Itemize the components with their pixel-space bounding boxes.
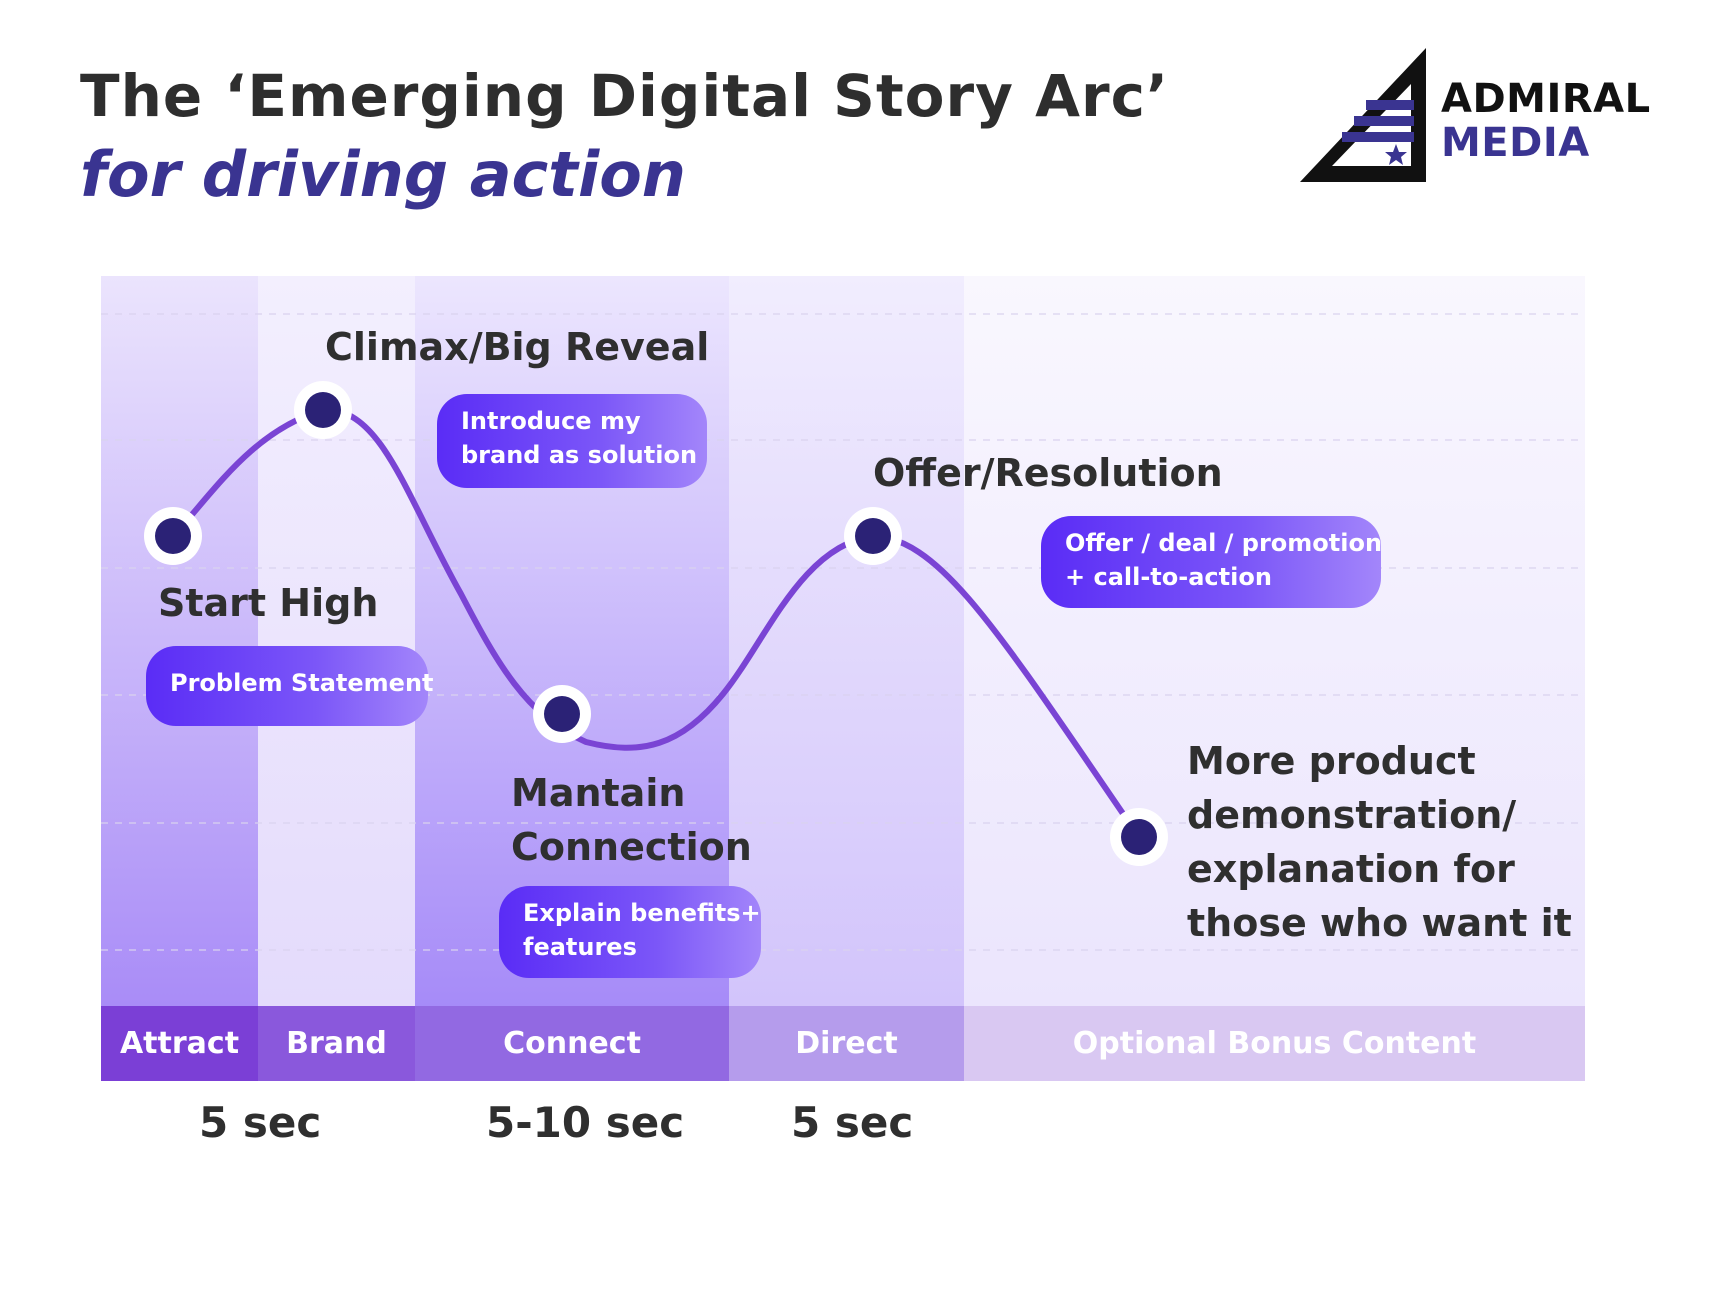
stage-label: Attract — [119, 1026, 240, 1061]
stage-label: Connect — [503, 1026, 641, 1061]
admiral-media-logo: ADMIRAL MEDIA — [1296, 46, 1676, 186]
duration-connect: 5-10 sec — [486, 1098, 685, 1147]
stage-label: Direct — [795, 1026, 898, 1061]
point-start-high — [144, 507, 202, 565]
stage-band-bonus — [964, 276, 1585, 1006]
stage-bar-direct: Direct — [729, 1006, 964, 1081]
stage-band-direct — [729, 276, 964, 1006]
stage-bar-bonus: Optional Bonus Content — [964, 1006, 1585, 1081]
story-arc-curve-layer — [101, 313, 1585, 951]
point-title-maintain-connection: Mantain Connection — [511, 771, 752, 869]
description-pill-offer-resolution: Offer / deal / promotion + call-to-actio… — [1041, 516, 1382, 608]
point-title-climax: Climax/Big Reveal — [325, 325, 710, 369]
duration-attract-brand: 5 sec — [199, 1098, 322, 1147]
stage-bar-attract: Attract — [101, 1006, 258, 1081]
point-title-offer-resolution: Offer/Resolution — [873, 451, 1223, 495]
page-subtitle: for driving action — [80, 138, 686, 211]
page-title: The ‘Emerging Digital Story Arc’ — [80, 62, 1170, 130]
description-pill-start-high: Problem Statement — [146, 646, 434, 726]
description-pill-climax: Introduce my brand as solution — [437, 394, 707, 488]
stage-bar-connect: Connect — [415, 1006, 729, 1081]
stage-label: Optional Bonus Content — [1072, 1026, 1477, 1061]
point-maintain-connection — [533, 685, 591, 743]
stage-bar-brand: Brand — [258, 1006, 415, 1081]
logo-word-media: MEDIA — [1441, 120, 1590, 166]
logo-word-admiral: ADMIRAL — [1441, 76, 1651, 122]
story-arc-diagram: Attract Brand Connect Direct Optional Bo… — [101, 276, 1585, 1081]
stage-band-attract — [101, 276, 258, 1006]
duration-direct: 5 sec — [791, 1098, 914, 1147]
point-climax — [294, 381, 352, 439]
point-title-bonus-content: More product demonstration/ explanation … — [1187, 739, 1572, 945]
stage-label: Brand — [286, 1026, 387, 1061]
description-pill-maintain-connection: Explain benefits+ features — [499, 886, 761, 978]
point-offer-resolution — [844, 507, 902, 565]
point-title-start-high: Start High — [158, 581, 379, 625]
point-bonus-content — [1110, 808, 1168, 866]
triangle-flag-star-icon — [1300, 48, 1426, 182]
